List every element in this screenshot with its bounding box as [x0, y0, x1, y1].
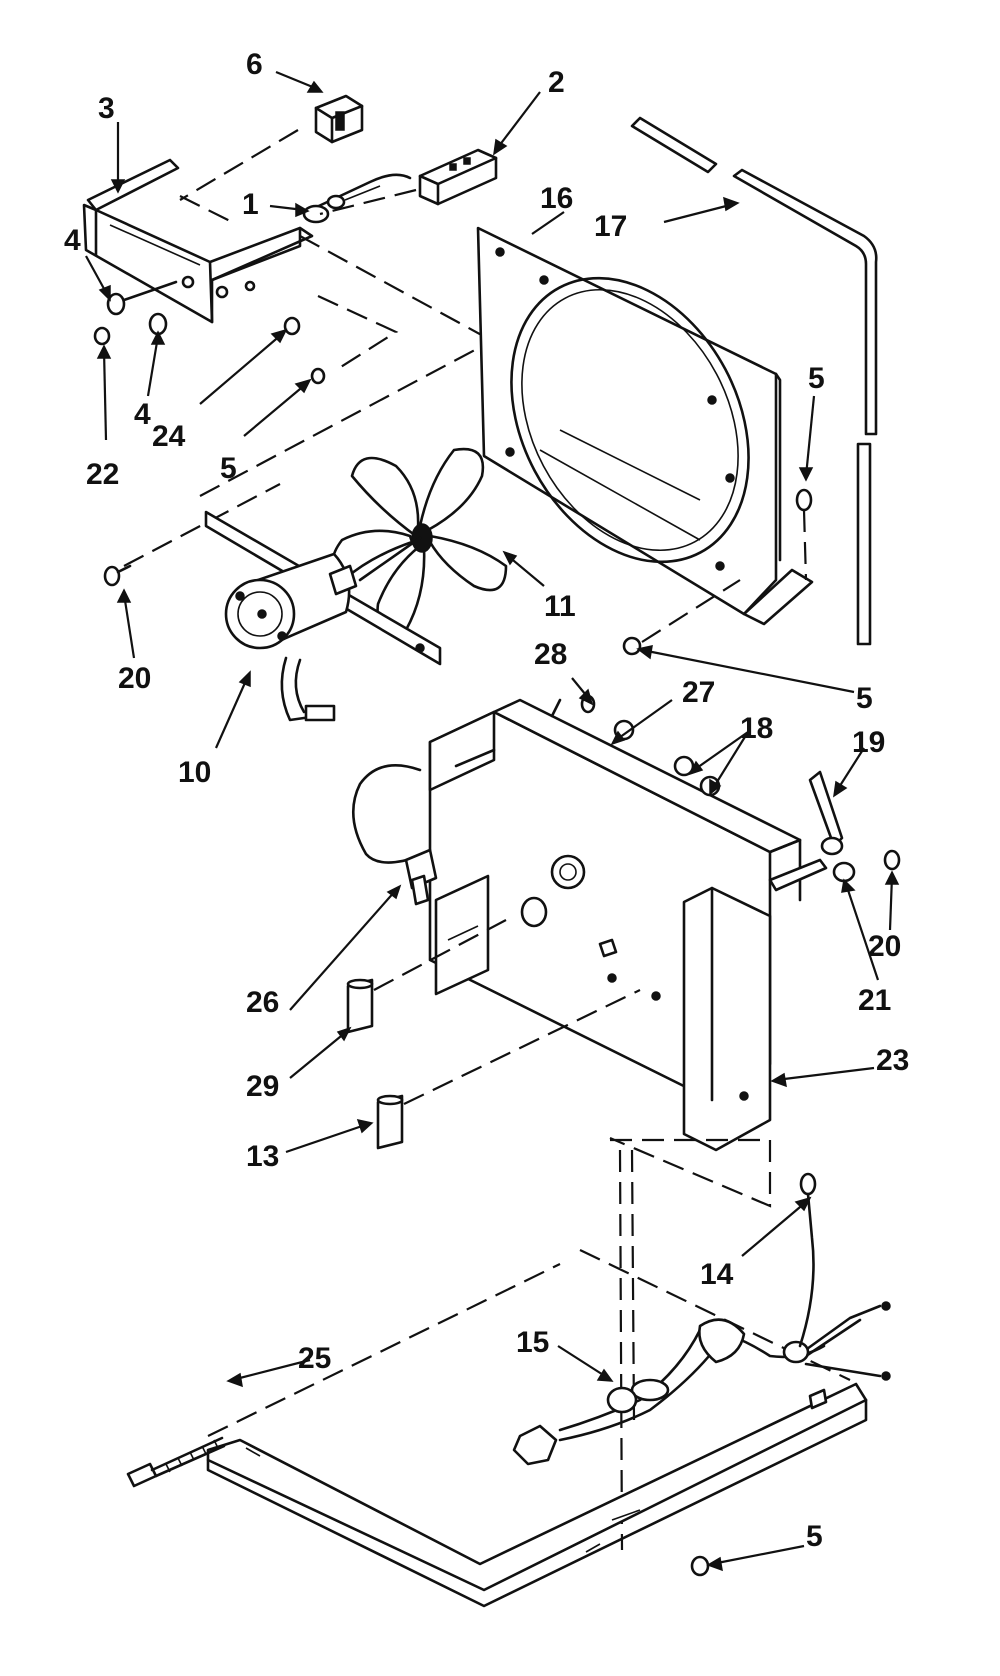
callout-13: 13 [246, 1140, 279, 1173]
base-pan [206, 1136, 868, 1608]
callout-20-left: 20 [118, 662, 151, 695]
screw-5-shroud-side [795, 488, 813, 512]
callout-10: 10 [178, 756, 211, 789]
screw-5-bottom [690, 1555, 710, 1577]
callout-17: 17 [594, 210, 627, 243]
capacitor-part-13 [376, 989, 641, 1150]
callout-27: 27 [682, 676, 715, 709]
callout-22: 22 [86, 458, 119, 491]
power-cord-part-15 [512, 1172, 891, 1466]
leader-lines [85, 70, 900, 1572]
gasket-part-17 [630, 116, 878, 646]
callout-3: 3 [98, 92, 115, 125]
guide-line [179, 129, 299, 201]
guide-line [317, 295, 399, 371]
guide-line [179, 195, 237, 225]
callout-28: 28 [534, 638, 567, 671]
callout-4-lower: 4 [134, 398, 151, 431]
callout-5-shroud: 5 [808, 362, 825, 395]
control-bracket [82, 158, 314, 324]
callout-5-right: 5 [856, 682, 873, 715]
screw-20-left [103, 564, 132, 587]
screw-part-25 [126, 1436, 226, 1488]
terminal-block-part-2 [418, 148, 498, 206]
callout-20-right: 20 [868, 930, 901, 963]
callout-6: 6 [246, 48, 263, 81]
switch-part-1 [302, 173, 412, 224]
callout-5-left: 5 [220, 452, 237, 485]
callout-11: 11 [544, 590, 576, 623]
callout-18: 18 [740, 712, 773, 745]
callout-2: 2 [548, 66, 565, 99]
guide-line [641, 579, 741, 643]
guide-line [123, 483, 281, 567]
callout-25: 25 [298, 1342, 331, 1375]
screw-5-shroud-base [622, 636, 642, 656]
callout-24: 24 [152, 420, 186, 453]
callout-23: 23 [876, 1044, 909, 1077]
callout-1: 1 [242, 188, 259, 221]
callout-19: 19 [852, 726, 885, 759]
callout-16: 16 [540, 182, 573, 215]
fan-blade-part-11 [331, 447, 508, 632]
callout-26: 26 [246, 986, 279, 1019]
capacitor-part-29 [346, 919, 507, 1034]
partition-part-23 [428, 698, 828, 1152]
relay-part-6 [314, 94, 364, 144]
shroud-part-16 [476, 226, 814, 626]
callout-14: 14 [700, 1258, 734, 1291]
callout-29: 29 [246, 1070, 279, 1103]
callout-15: 15 [516, 1326, 549, 1359]
callout-5-bottom: 5 [806, 1520, 823, 1553]
callout-labels: 6 2 3 16 1 17 4 5 4 24 5 22 11 28 27 20 … [64, 48, 909, 1553]
guide-line [199, 325, 521, 497]
cord-part-26 [351, 764, 438, 906]
screws-4-22-24 [93, 280, 326, 385]
motor-part-10 [224, 552, 358, 722]
callout-4-upper: 4 [64, 224, 81, 257]
guide-line [319, 188, 417, 216]
guide-line [802, 509, 808, 581]
callout-21: 21 [858, 984, 891, 1017]
